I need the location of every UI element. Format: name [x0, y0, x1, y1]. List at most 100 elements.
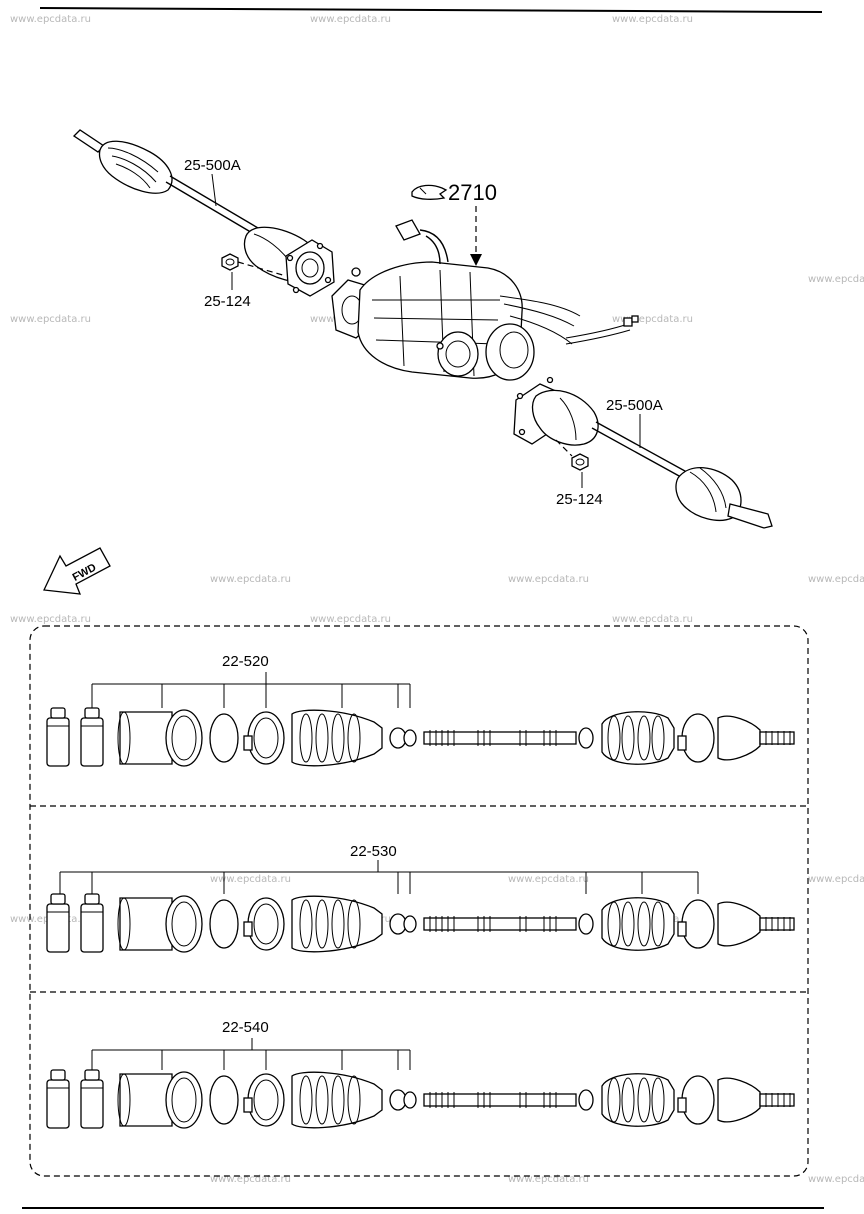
dust-boot-ridge — [315, 1075, 329, 1125]
joint-housing-rim — [165, 895, 203, 953]
grease-bottle — [80, 717, 104, 767]
snap-ring — [578, 913, 594, 935]
dust-boot-ridge — [621, 901, 635, 947]
dust-boot-ridge — [651, 1077, 665, 1123]
grease-bottle — [80, 1079, 104, 1129]
clamp-band-inner — [253, 1079, 279, 1121]
joint-housing-rim — [165, 1071, 203, 1129]
dust-boot-ridge — [299, 713, 313, 763]
kit-label[interactable]: 22-530 — [350, 843, 397, 860]
grease-bottle-cap — [84, 1069, 100, 1081]
watermark: www.epcdata.ru — [808, 1174, 864, 1185]
inner-shaft — [423, 731, 577, 745]
o-ring — [209, 1075, 239, 1125]
dust-boot-ridge — [607, 1077, 621, 1123]
upper-drive-shaft[interactable] — [72, 129, 335, 297]
watermark: www.epcdata.ru — [310, 14, 391, 25]
watermark: www.epcdata.ru — [10, 14, 91, 25]
kit-row-22-520[interactable]: 22-520 — [46, 653, 795, 767]
snap-ring — [578, 727, 594, 749]
o-ring — [209, 713, 239, 763]
watermark: www.epcdata.ru — [10, 314, 91, 325]
joint-housing — [119, 711, 173, 765]
grease-bottle-cap — [50, 893, 66, 905]
dust-boot-ridge — [299, 1075, 313, 1125]
clamp-band — [247, 1073, 285, 1127]
dust-boot — [291, 1071, 383, 1129]
outer-stub — [759, 917, 795, 931]
clamp-band-inner — [253, 903, 279, 945]
lower-drive-shaft[interactable] — [513, 376, 773, 529]
clamp-buckle — [677, 735, 687, 751]
shaft-label-lower: 25-500A — [606, 397, 663, 414]
dust-boot-ridge — [347, 1075, 361, 1125]
dust-boot-ridge — [621, 1077, 635, 1123]
inner-shaft — [423, 1093, 577, 1107]
watermark: www.epcdata.ru — [808, 874, 864, 885]
watermark: www.epcdata.ru — [612, 14, 693, 25]
clamp-band — [681, 713, 715, 763]
watermark: www.epcdata.ru — [310, 614, 391, 625]
watermark: www.epcdata.ru — [612, 314, 693, 325]
clamp-buckle — [677, 1097, 687, 1113]
dust-boot-ridge — [331, 713, 345, 763]
watermark: www.epcdata.ru — [612, 614, 693, 625]
dust-boot-ridge — [621, 715, 635, 761]
grease-bottle-cap — [50, 1069, 66, 1081]
upper-nut[interactable] — [221, 253, 287, 277]
dust-boot-ridge — [607, 901, 621, 947]
clamp-buckle — [243, 735, 253, 751]
dust-boot-ridge — [347, 899, 361, 949]
outer-joint — [717, 715, 761, 761]
dust-boot-ridge — [607, 715, 621, 761]
clamp-band-inner — [253, 717, 279, 759]
reference-arrowhead — [470, 254, 482, 266]
dust-boot-ridge — [651, 715, 665, 761]
rear-differential[interactable] — [331, 219, 639, 381]
grease-bottle-cap — [84, 707, 100, 719]
clamp-buckle — [243, 1097, 253, 1113]
snap-ring — [403, 729, 417, 747]
dust-boot-ridge — [331, 899, 345, 949]
lower-nut[interactable] — [555, 439, 589, 471]
watermark: www.epcdata.ru — [808, 274, 864, 285]
dust-boot-ridge — [315, 899, 329, 949]
reference-number[interactable]: 2710 — [448, 180, 497, 205]
dust-boot-ridge — [315, 713, 329, 763]
watermark: www.epcdata.ru — [10, 614, 91, 625]
clamp-buckle — [243, 921, 253, 937]
joint-housing — [119, 1073, 173, 1127]
watermark: www.epcdata.ru — [808, 574, 864, 585]
watermark: www.epcdata.ru — [210, 874, 291, 885]
watermark: www.epcdata.ru — [508, 1174, 589, 1185]
grease-bottle-cap — [50, 707, 66, 719]
joint-housing-inner — [171, 1077, 197, 1123]
inner-shaft — [423, 917, 577, 931]
dust-boot-ridge — [651, 901, 665, 947]
joint-housing-inner — [171, 901, 197, 947]
nut-label-lower: 25-124 — [556, 491, 603, 508]
clamp-buckle — [677, 921, 687, 937]
reference-hand-icon — [411, 184, 448, 200]
dust-boot-ridge — [637, 1077, 651, 1123]
joint-housing-inner — [171, 715, 197, 761]
joint-housing-back — [117, 1073, 131, 1127]
watermark: www.epcdata.ru — [210, 574, 291, 585]
grease-bottle — [80, 903, 104, 953]
kit-row-22-540[interactable]: 22-540 — [46, 1019, 795, 1129]
joint-housing-back — [117, 711, 131, 765]
snap-ring — [578, 1089, 594, 1111]
watermark: www.epcdata.ru — [508, 574, 589, 585]
kit-row-22-530[interactable]: 22-530 — [46, 843, 795, 953]
kit-label[interactable]: 22-520 — [222, 653, 269, 670]
grease-bottle — [46, 903, 70, 953]
dust-boot-ridge — [637, 901, 651, 947]
dust-boot-ridge — [347, 713, 361, 763]
clamp-band — [247, 897, 285, 951]
watermark: www.epcdata.ru — [508, 874, 589, 885]
kit-label[interactable]: 22-540 — [222, 1019, 269, 1036]
joint-housing-back — [117, 897, 131, 951]
o-ring — [209, 899, 239, 949]
outer-stub — [759, 731, 795, 745]
